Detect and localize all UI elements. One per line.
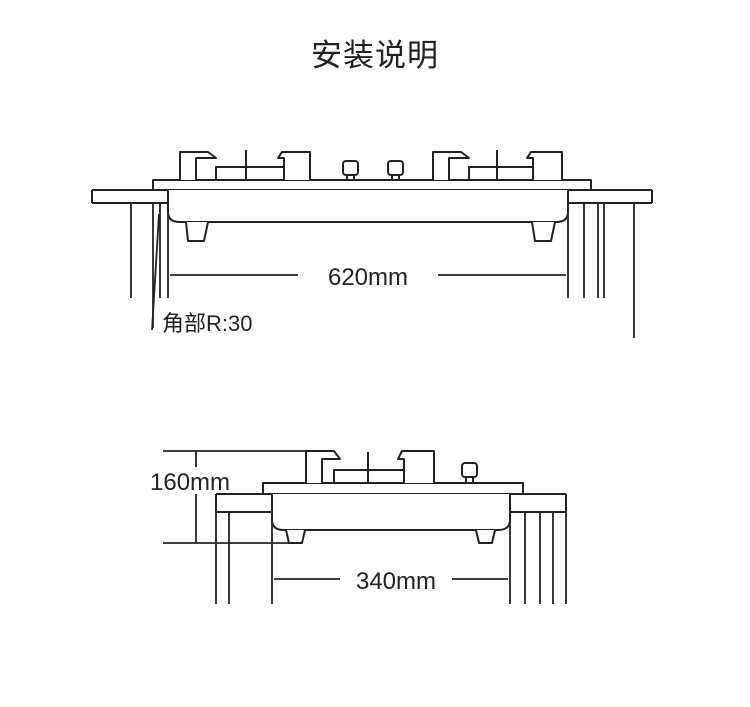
side-burner-body <box>271 494 511 531</box>
front-right-foot <box>531 221 556 242</box>
side-knob <box>461 462 478 484</box>
right-burner <box>432 150 563 181</box>
front-panel <box>152 179 592 191</box>
front-view <box>91 150 653 338</box>
front-left-foot <box>185 221 209 242</box>
left-burner <box>179 150 311 181</box>
side-cabinet-walls <box>215 512 567 604</box>
front-knobs <box>342 160 404 181</box>
front-cabinet-walls <box>130 203 635 338</box>
front-width-label: 620mm <box>328 264 408 291</box>
side-left-foot <box>285 529 306 544</box>
side-view <box>163 450 567 604</box>
corner-leader-line <box>151 213 160 331</box>
side-burner <box>305 450 435 484</box>
page-title: 安装说明 <box>311 38 439 74</box>
side-height-label: 160mm <box>150 469 230 496</box>
corner-radius-label: 角部R:30 <box>162 311 252 336</box>
side-depth-label: 340mm <box>356 568 436 595</box>
front-burner-body <box>167 190 569 223</box>
side-panel <box>262 482 524 495</box>
side-right-foot <box>475 529 496 544</box>
